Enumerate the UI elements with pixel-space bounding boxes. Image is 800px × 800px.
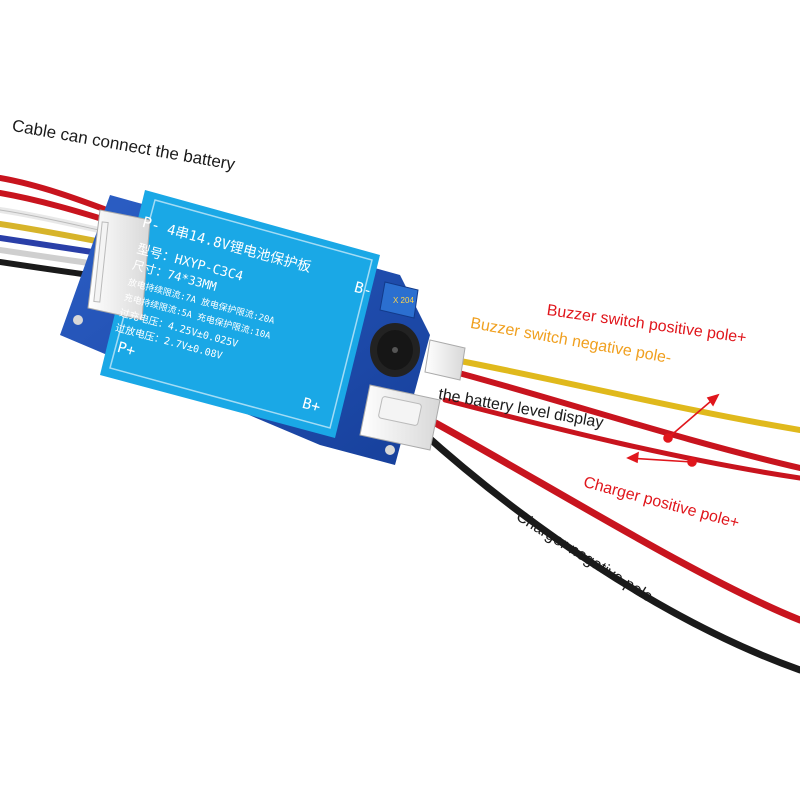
wire-red-buzzer-positive <box>452 369 800 471</box>
annotation-arrows <box>626 393 720 467</box>
battery-cable-harness <box>0 175 115 281</box>
buzzer-connector <box>424 339 466 381</box>
balance-connector <box>87 209 151 321</box>
mount-hole-right <box>385 445 395 455</box>
wire-black-charger-negative <box>416 426 800 674</box>
pcb-board <box>60 190 430 465</box>
wire-red-1 <box>0 175 115 215</box>
wire-yellow-buzzer-negative <box>452 357 800 433</box>
buzzer <box>370 323 420 377</box>
wire-red-level <box>442 397 800 481</box>
output-wires <box>416 357 800 674</box>
charger-connector <box>359 384 441 451</box>
spec-label-sticker <box>100 190 380 438</box>
arrow-level-display <box>627 457 693 463</box>
arrow-buzzer-positive <box>667 394 719 439</box>
wire-red-charger-positive <box>426 416 800 624</box>
svg-text:X 204: X 204 <box>393 296 414 305</box>
mount-hole-left <box>73 315 83 325</box>
potentiometer: X 204 <box>379 281 419 319</box>
